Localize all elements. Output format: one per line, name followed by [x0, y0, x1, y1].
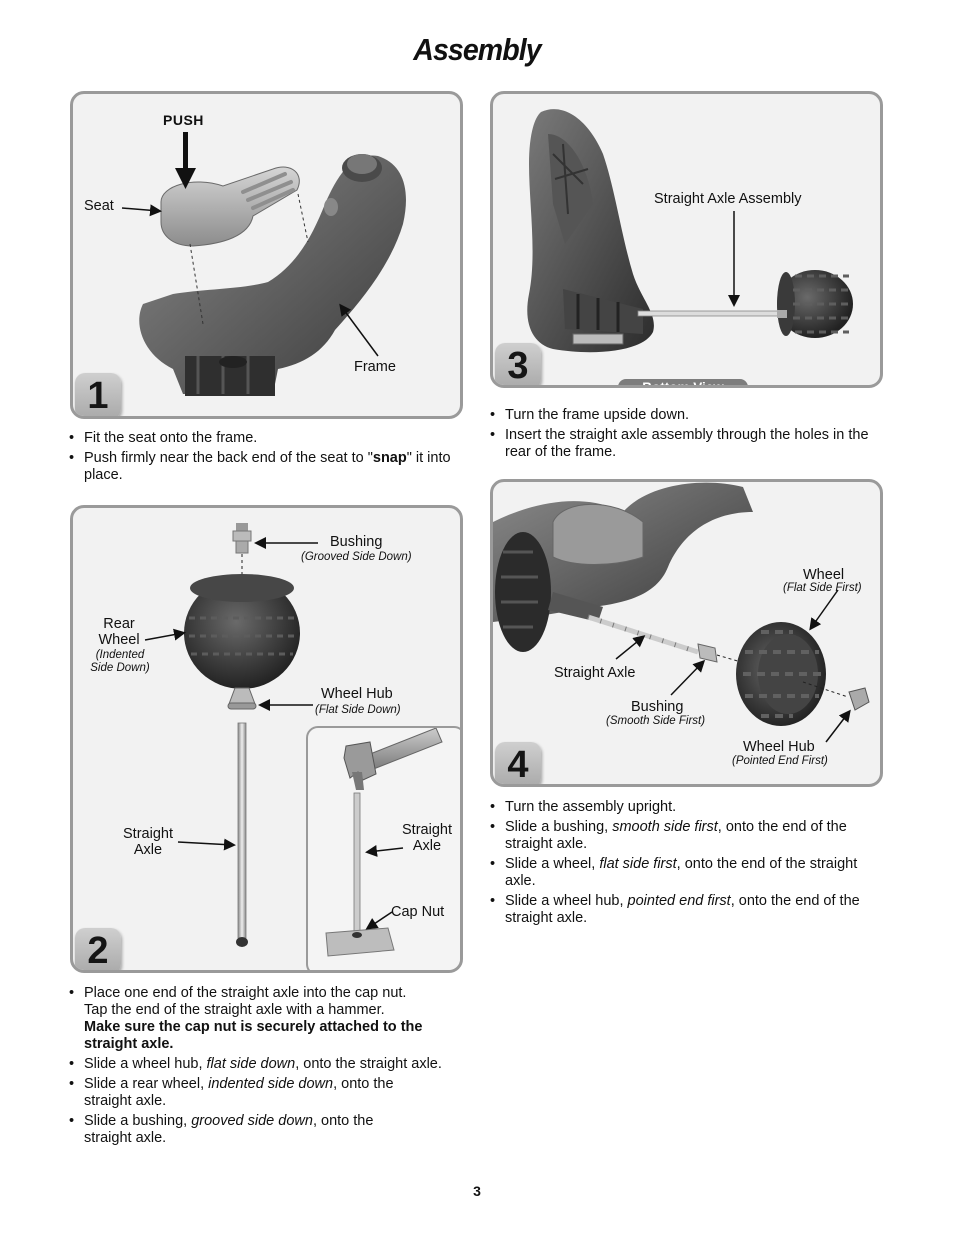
straight-axle-assembly-label: Straight Axle Assembly — [654, 191, 802, 207]
wheel-label: Wheel — [803, 567, 845, 583]
list-item: Insert the straight axle assembly throug… — [490, 427, 885, 461]
step-1-instructions: Fit the seat onto the frame. Push firmly… — [69, 430, 464, 487]
list-item: Slide a wheel hub, pointed end first, on… — [490, 893, 885, 927]
wheel-hub-sublabel: (Pointed End First) — [732, 755, 828, 767]
list-item: Push firmly near the back end of the sea… — [69, 450, 464, 484]
list-item: Slide a bushing, grooved side down, onto… — [69, 1113, 424, 1147]
list-item: Fit the seat onto the frame. — [69, 430, 464, 447]
frame-label: Frame — [354, 359, 396, 375]
wheel-bushing-illustration — [493, 482, 870, 743]
seat-frame-illustration — [121, 132, 406, 396]
wheel-hub-label: Wheel Hub — [321, 686, 393, 702]
bushing-label: Bushing — [631, 699, 684, 715]
step-1-number: 1 — [75, 373, 121, 416]
step-1-panel: PUSH Seat Frame 1 — [70, 91, 463, 419]
bushing-sublabel: (Grooved Side Down) — [301, 551, 412, 563]
list-item: Slide a wheel, flat side first, onto the… — [490, 856, 860, 890]
seat-label: Seat — [84, 198, 114, 214]
wheel-hub-label: Wheel Hub — [743, 739, 815, 755]
list-item: Slide a rear wheel, indented side down, … — [69, 1076, 434, 1110]
step-4-instructions: Turn the assembly upright. Slide a bushi… — [490, 799, 885, 930]
step-4-number: 4 — [495, 742, 541, 784]
frame-bottom-view-illustration — [527, 109, 853, 353]
list-item: Turn the assembly upright. — [490, 799, 885, 816]
list-item: Place one end of the straight axle into … — [69, 985, 474, 1053]
bushing-sublabel: (Smooth Side First) — [606, 715, 706, 727]
step-2-instructions: Place one end of the straight axle into … — [69, 985, 474, 1150]
step-3-instructions: Turn the frame upside down. Insert the s… — [490, 407, 885, 464]
step-2-number: 2 — [75, 928, 121, 970]
bushing-label: Bushing — [330, 534, 383, 550]
hammer-cap-nut-illustration — [325, 728, 443, 957]
bottom-view-badge: Bottom View — [618, 379, 748, 385]
push-label: PUSH — [163, 112, 204, 128]
list-item: Slide a wheel hub, flat side down, onto … — [69, 1056, 474, 1073]
step-3-panel: Straight Axle Assembly Bottom View 3 — [490, 91, 883, 388]
straight-axle-label: Straight Axle — [554, 665, 636, 681]
wheel-sublabel: (Flat Side First) — [783, 582, 862, 594]
page-title: Assembly — [413, 32, 541, 67]
step-3-number: 3 — [495, 343, 541, 385]
cap-nut-label: Cap Nut — [391, 904, 445, 920]
list-item: Slide a bushing, smooth side first, onto… — [490, 819, 885, 853]
list-item: Turn the frame upside down. — [490, 407, 885, 424]
page-number: 3 — [473, 1183, 481, 1199]
wheel-axle-illustration — [144, 523, 318, 947]
wheel-hub-sublabel: (Flat Side Down) — [315, 704, 401, 716]
step-4-panel: Wheel (Flat Side First) Straight Axle Bu… — [490, 479, 883, 787]
